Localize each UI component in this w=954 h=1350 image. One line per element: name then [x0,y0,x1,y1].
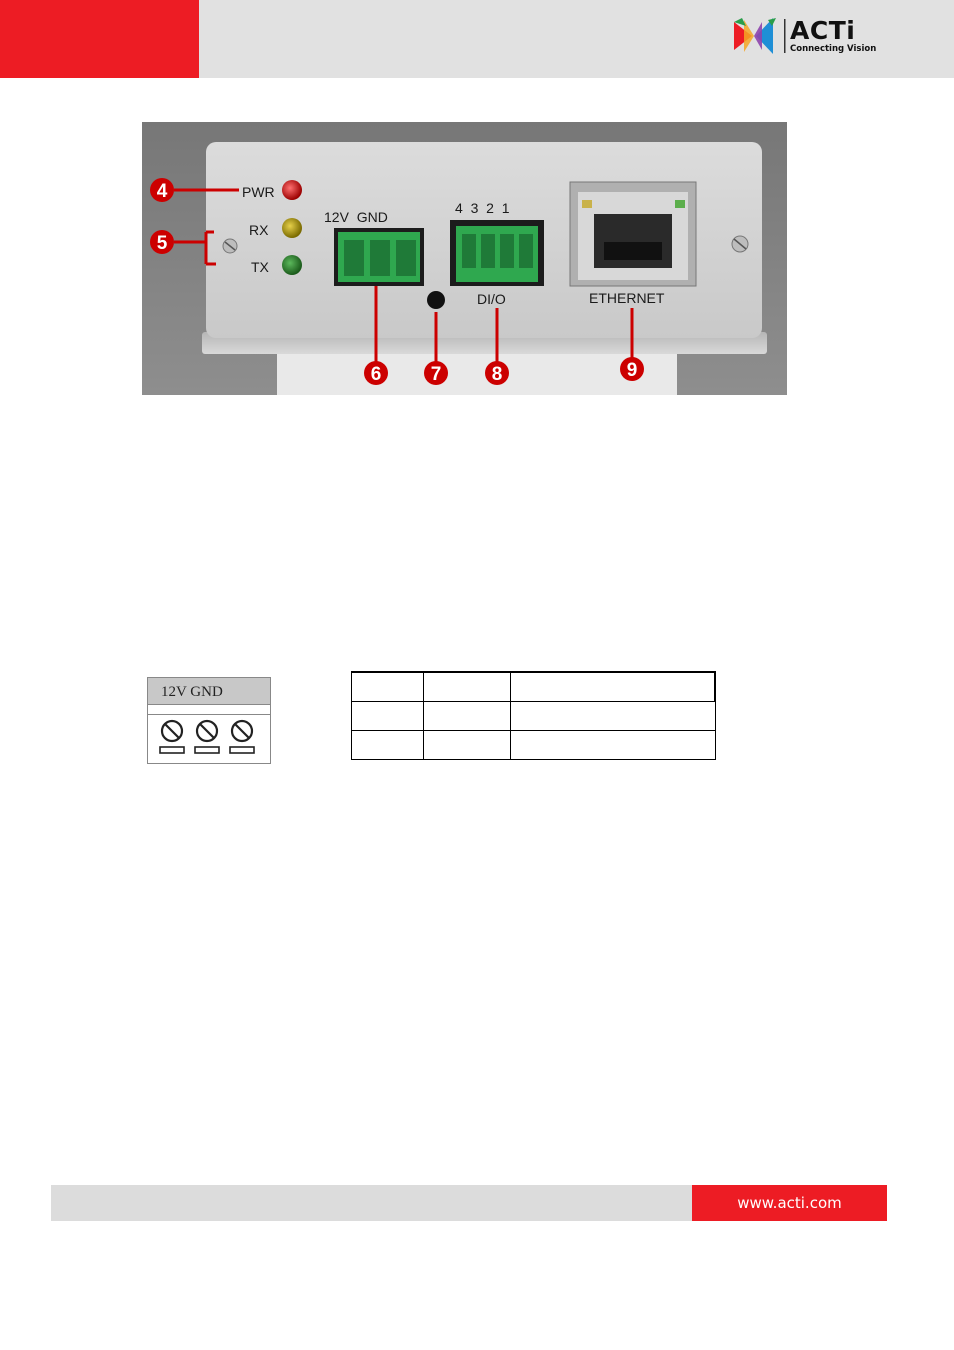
callout-5: 5 [150,230,174,254]
connector-label: 12V GND [161,684,223,700]
table-cell [351,671,424,702]
logo-tagline: Connecting Vision [790,44,877,54]
pwr-label: PWR [242,184,275,200]
rx-label: RX [249,222,269,238]
table-cell [423,701,511,731]
dio-label: DI/O [477,291,506,307]
table-cell [423,671,511,702]
table-row [351,730,716,760]
table-cell [510,701,716,731]
table-cell [510,671,716,702]
logo-butterfly-icon [734,18,776,54]
callout-6: 6 [364,361,388,385]
svg-text:4: 4 [157,181,168,202]
table-cell [510,730,716,760]
dio-pin-numbers: 4 3 2 1 [455,200,510,216]
table-row [351,701,716,731]
callout-7: 7 [424,361,448,385]
power-connector-diagram: 12V GND [147,677,271,764]
table-cell [351,701,424,731]
svg-text:7: 7 [431,364,442,385]
pin-assignment-table [351,671,716,760]
footer-url-link[interactable]: www.acti.com [692,1185,887,1221]
table-cell [423,730,511,760]
callout-9: 9 [620,357,644,381]
tx-label: TX [251,259,270,275]
logo-divider [784,19,786,53]
table-cell [351,730,424,760]
callout-4: 4 [150,178,174,202]
table-row [351,671,716,702]
svg-text:6: 6 [371,364,382,385]
acti-logo: ACTi Connecting Vision [732,16,876,56]
logo-wordmark: ACTi [790,16,856,45]
device-rear-panel-photo: PWR RX TX 12V GND 4 3 2 1 DI/O ETHERNET … [142,122,787,395]
ethernet-label: ETHERNET [589,290,665,306]
power-terminal-label: 12V GND [324,209,388,225]
header-red-block [0,0,199,78]
callout-8: 8 [485,361,509,385]
svg-text:5: 5 [157,233,168,254]
svg-text:9: 9 [627,360,638,381]
svg-text:8: 8 [492,364,503,385]
